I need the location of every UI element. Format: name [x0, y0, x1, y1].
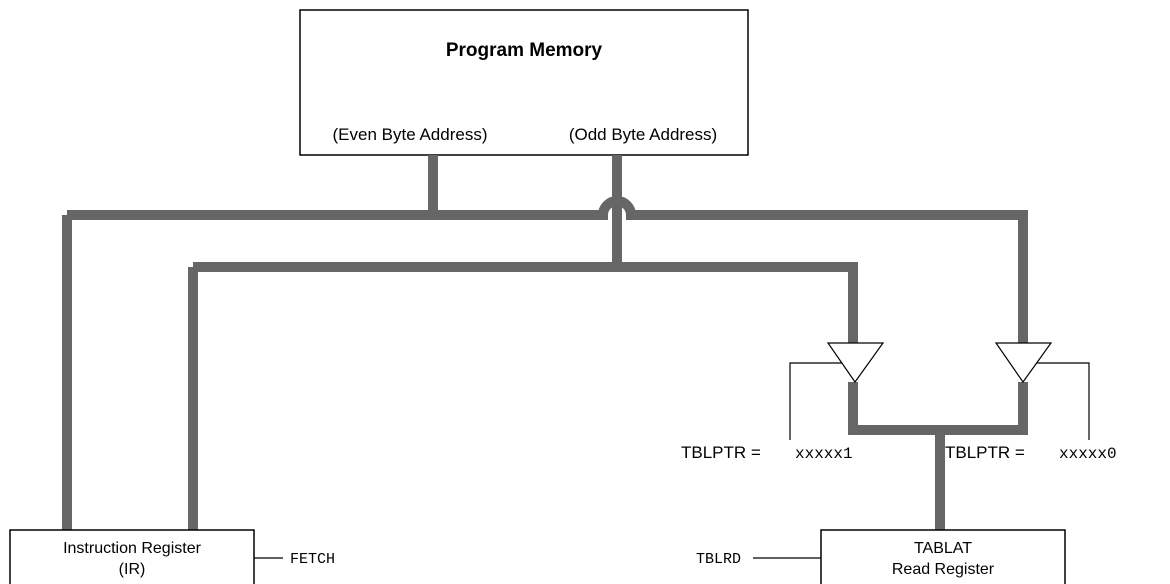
- odd-byte-address-label: (Odd Byte Address): [569, 125, 717, 144]
- instruction-register-label: Instruction Register: [63, 540, 202, 557]
- tablat-merge-bus: [848, 382, 1028, 530]
- tblptr-odd-prefix: TBLPTR =: [681, 443, 761, 462]
- program-memory-title: Program Memory: [446, 40, 603, 61]
- instruction-register-abbrev: (IR): [119, 561, 146, 578]
- tablat-read-register-label: Read Register: [892, 561, 995, 578]
- tblptr-odd-value: xxxxx1: [795, 445, 853, 463]
- tblptr-even-prefix: TBLPTR =: [945, 443, 1025, 462]
- tblrd-signal-label: TBLRD: [696, 551, 741, 568]
- odd-byte-bus: [188, 155, 858, 530]
- enable-lines: [789, 362, 1090, 440]
- program-memory-box: [299, 9, 749, 156]
- tablat-box: [820, 529, 1066, 584]
- fetch-signal-label: FETCH: [290, 551, 335, 568]
- even-enable-line: [1037, 362, 1090, 440]
- data-buses: [62, 155, 1028, 530]
- tablat-label: TABLAT: [914, 540, 972, 557]
- instruction-register-box: [9, 529, 255, 584]
- odd-enable-line: [789, 362, 842, 440]
- tblptr-even-value: xxxxx0: [1059, 445, 1117, 463]
- even-byte-address-label: (Even Byte Address): [333, 125, 488, 144]
